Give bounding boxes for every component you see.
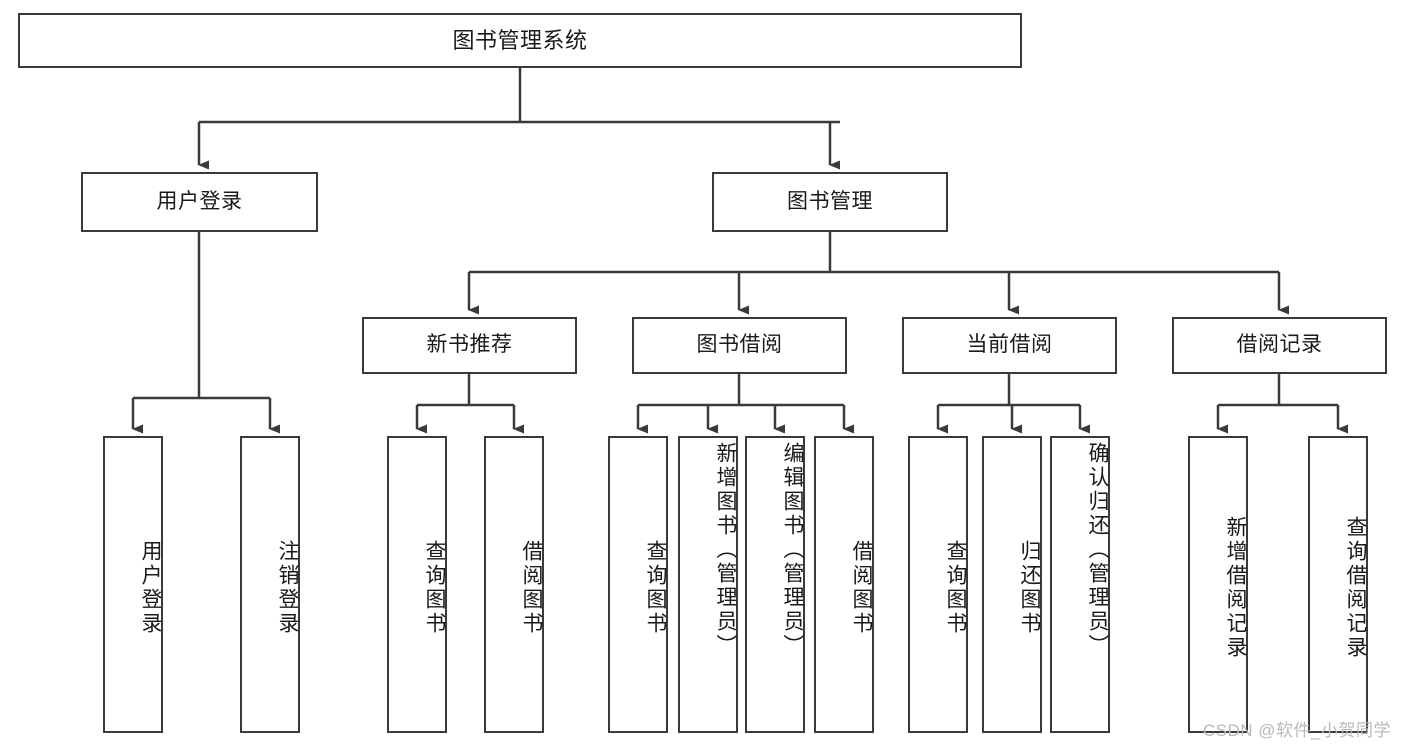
node-leaf-user-logout[interactable]: 注销登录: [240, 436, 300, 733]
node-leaf-query-record[interactable]: 查询借阅记录: [1308, 436, 1368, 733]
node-leaf-edit-book[interactable]: 编辑图书（管理员）: [745, 436, 805, 733]
node-leaf-query-book-1[interactable]: 查询图书: [387, 436, 447, 733]
node-leaf-query-book-2[interactable]: 查询图书: [608, 436, 668, 733]
node-label: 图书借阅: [696, 333, 783, 357]
node-label: 查询借阅记录: [1344, 515, 1367, 660]
watermark: CSDN @软件_小贺同学: [1202, 721, 1391, 740]
node-book-borrow[interactable]: 图书借阅: [632, 317, 847, 374]
node-leaf-borrow-book-1[interactable]: 借阅图书: [484, 436, 544, 733]
node-leaf-query-book-3[interactable]: 查询图书: [908, 436, 968, 733]
node-label: 用户登录: [139, 539, 162, 636]
node-label: 新书推荐: [426, 333, 513, 357]
node-borrow-record[interactable]: 借阅记录: [1172, 317, 1387, 374]
node-label: 确认归还（管理员）: [1086, 442, 1109, 658]
node-label: 借阅图书: [850, 539, 873, 636]
node-leaf-confirm-return[interactable]: 确认归还（管理员）: [1050, 436, 1110, 733]
node-label: 新增图书（管理员）: [714, 442, 737, 658]
node-leaf-add-book[interactable]: 新增图书（管理员）: [678, 436, 738, 733]
node-user-login[interactable]: 用户登录: [81, 172, 318, 232]
node-label: 注销登录: [276, 539, 299, 636]
node-label: 借阅图书: [520, 539, 543, 636]
node-label: 借阅记录: [1236, 333, 1323, 357]
node-leaf-return-book[interactable]: 归还图书: [982, 436, 1042, 733]
node-label: 查询图书: [944, 539, 967, 636]
node-book-manage[interactable]: 图书管理: [712, 172, 948, 232]
node-label: 图书管理系统: [452, 27, 588, 53]
node-leaf-add-record[interactable]: 新增借阅记录: [1188, 436, 1248, 733]
node-label: 用户登录: [156, 189, 243, 213]
node-new-book-recommend[interactable]: 新书推荐: [362, 317, 577, 374]
node-current-borrow[interactable]: 当前借阅: [902, 317, 1117, 374]
node-label: 新增借阅记录: [1224, 515, 1247, 660]
node-leaf-borrow-book-2[interactable]: 借阅图书: [814, 436, 874, 733]
node-label: 图书管理: [787, 189, 873, 213]
node-label: 归还图书: [1018, 539, 1041, 636]
node-leaf-user-login[interactable]: 用户登录: [103, 436, 163, 733]
node-label: 编辑图书（管理员）: [781, 442, 804, 658]
node-root-book-management-system[interactable]: 图书管理系统: [18, 13, 1022, 68]
node-label: 查询图书: [644, 539, 667, 636]
node-label: 当前借阅: [966, 333, 1053, 357]
node-label: 查询图书: [423, 539, 446, 636]
